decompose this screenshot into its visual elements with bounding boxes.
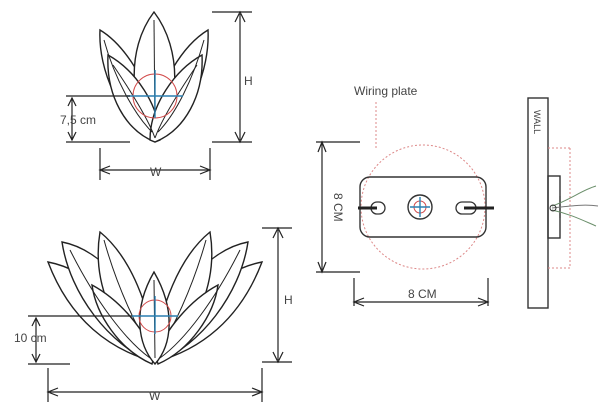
large-flower-width-label: W: [149, 389, 161, 403]
small-flower-width-dimension: [98, 148, 212, 180]
plate-height-dimension: [316, 140, 360, 274]
small-flower-height-label: H: [244, 74, 253, 88]
plate-width-label: 8 CM: [408, 287, 437, 301]
large-flower-drawing: [46, 230, 264, 366]
plate-width-dimension: [352, 278, 490, 307]
wall-side-view: [527, 97, 599, 309]
wiring-plate-label: Wiring plate: [354, 84, 418, 98]
large-flower-offset-dimension: [28, 315, 132, 365]
plate-height-label: 8 CM: [331, 193, 345, 222]
large-flower-width-dimension: [46, 368, 264, 402]
large-flower-offset-label: 10 cm: [14, 331, 47, 345]
small-flower-drawing: [99, 10, 209, 143]
small-flower-offset-dimension: [66, 95, 130, 143]
wiring-plate-drawing: [358, 102, 494, 270]
small-flower-offset-label: 7,5 cm: [60, 113, 96, 127]
wall-label: WALL: [532, 110, 542, 134]
large-flower-height-label: H: [284, 293, 293, 307]
small-flower-height-dimension: [212, 10, 252, 144]
small-flower-width-label: W: [150, 165, 162, 179]
large-flower-height-dimension: [262, 226, 292, 364]
